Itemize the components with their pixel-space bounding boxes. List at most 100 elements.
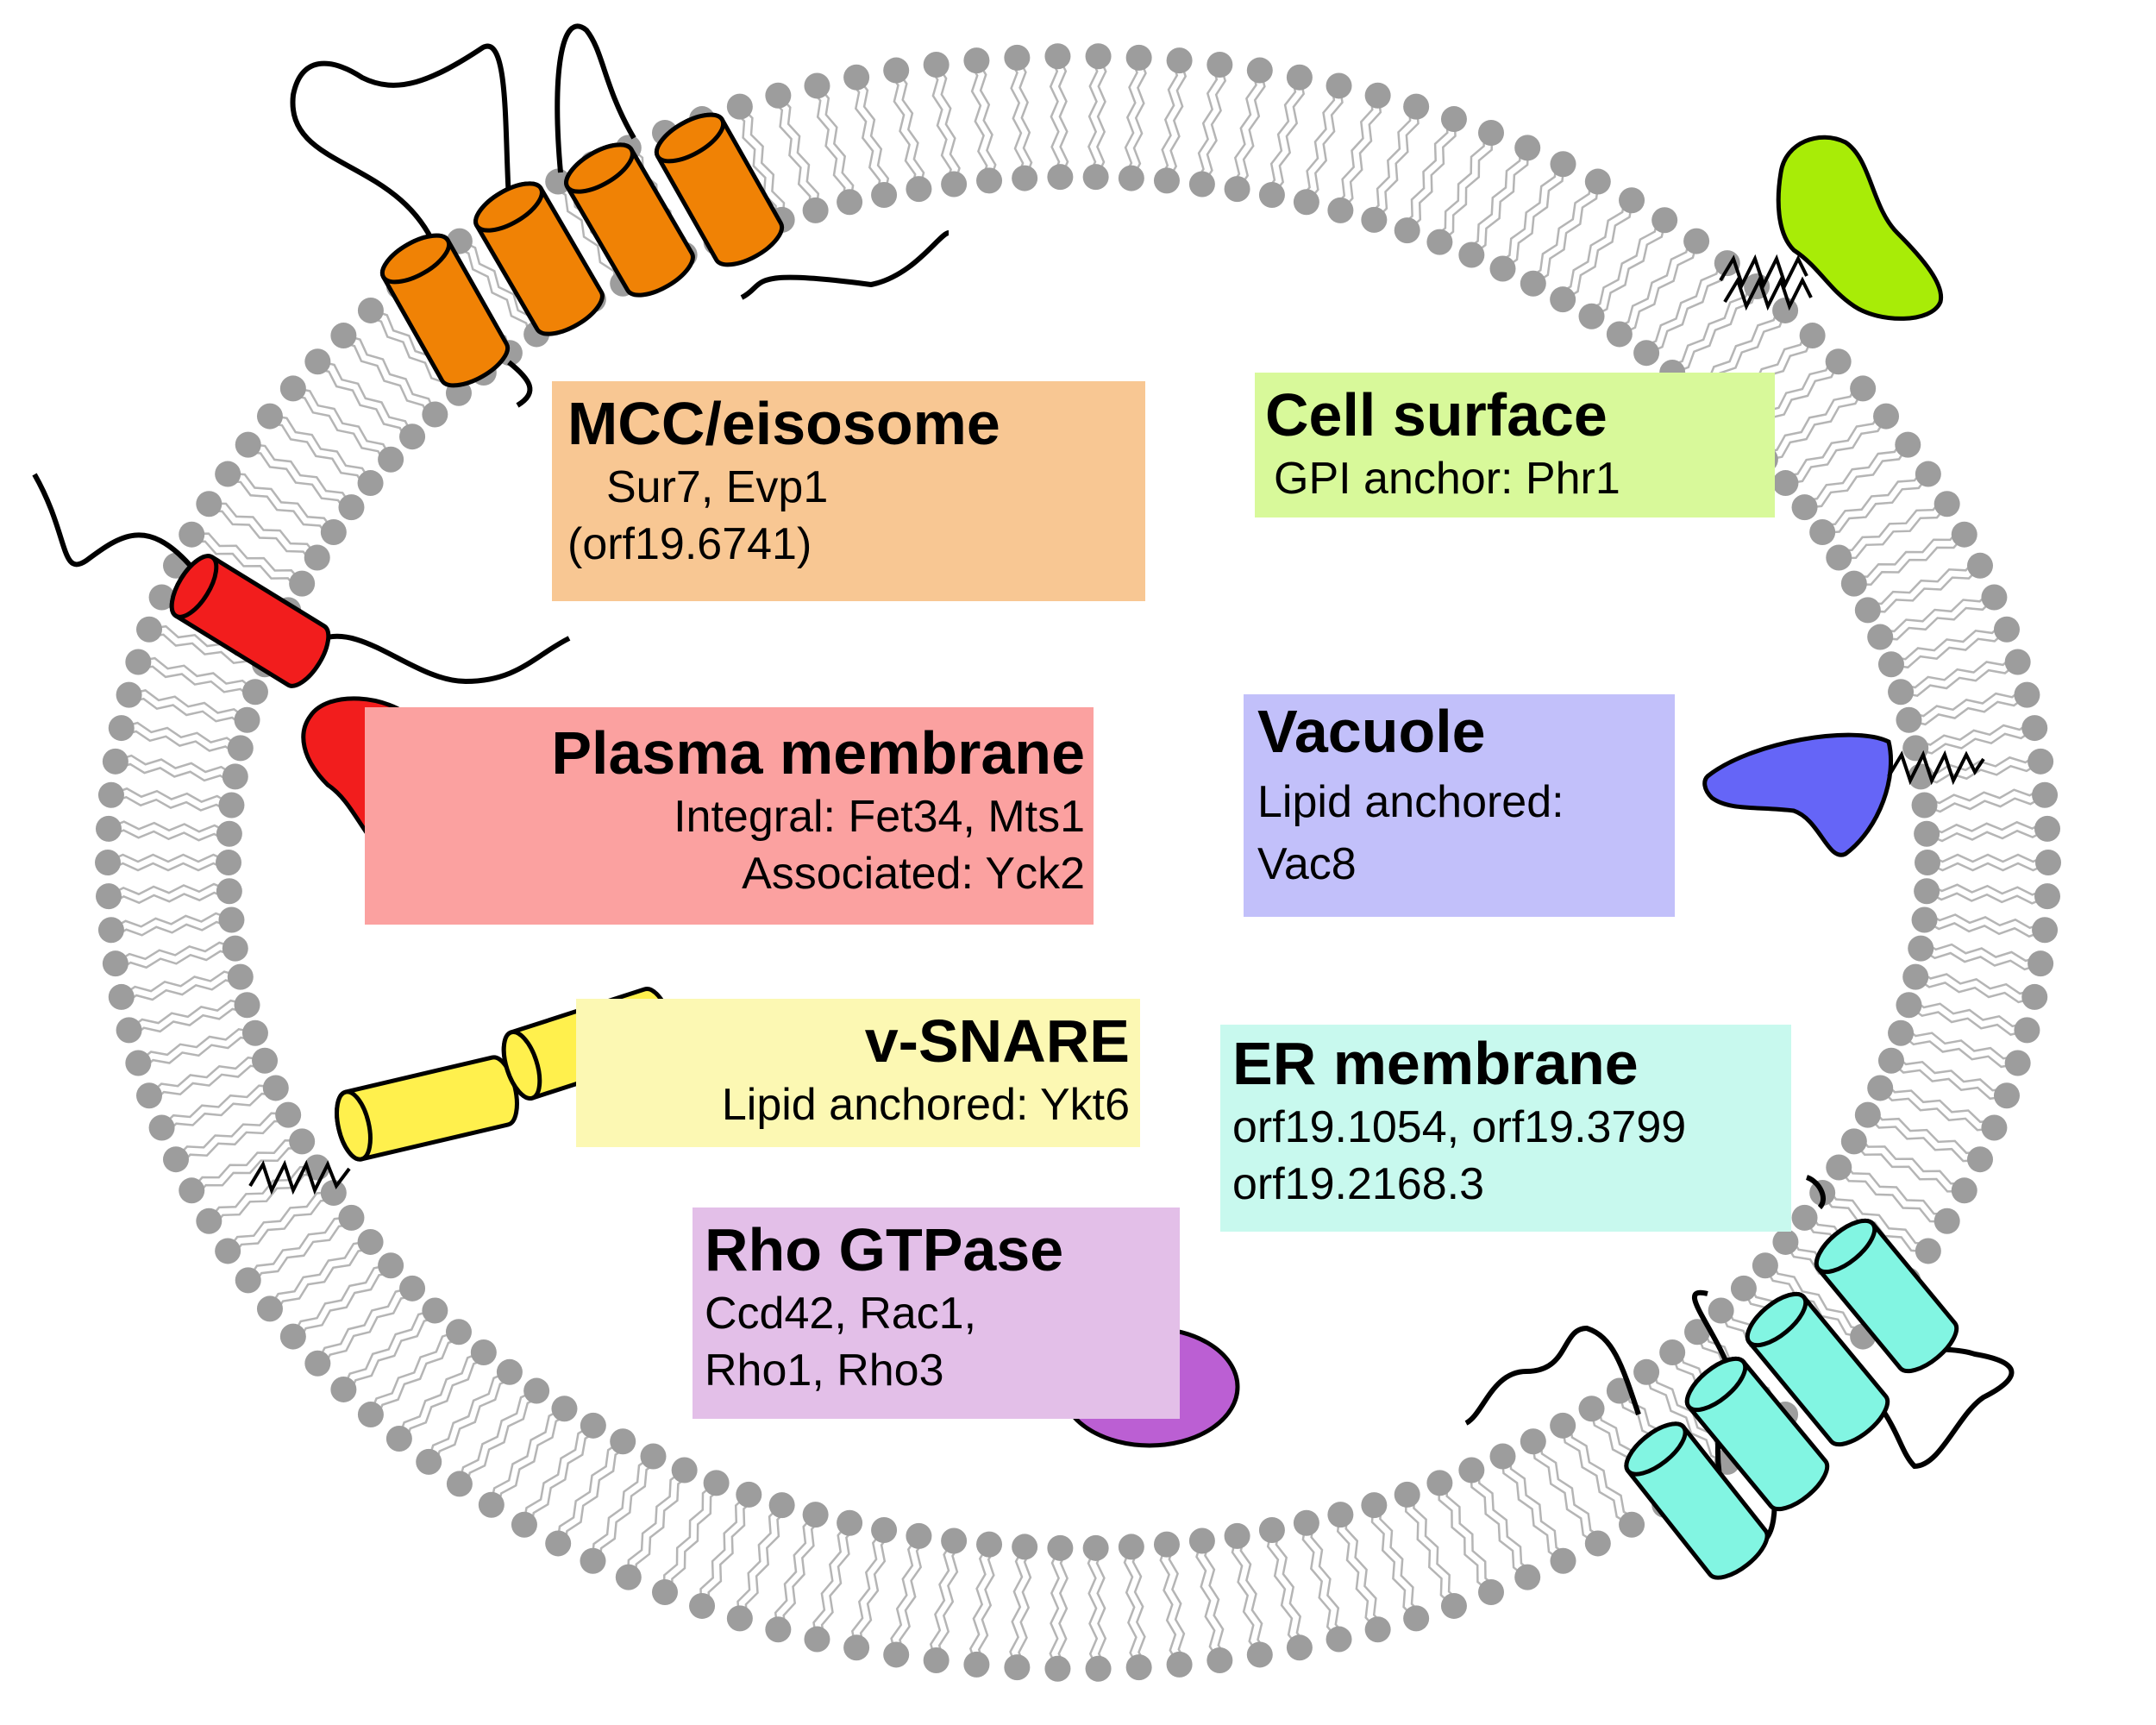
lipid-head-outer xyxy=(1651,207,1678,234)
lipid-head-outer xyxy=(804,72,830,99)
lipid-tail xyxy=(812,1521,850,1640)
lipid-bilayer xyxy=(95,43,2061,1682)
lipid-tail xyxy=(1310,1521,1348,1638)
lipid-tail xyxy=(110,795,232,814)
lipid-head-inner xyxy=(976,167,1003,194)
cell-surface-protein-icon xyxy=(1776,135,1944,321)
lipid-tail xyxy=(288,393,387,467)
lipid-tail xyxy=(1237,70,1266,191)
cell-surface-line1: GPI anchor: Phr1 xyxy=(1274,454,1620,504)
lipid-tail xyxy=(293,386,392,460)
lipid-tail xyxy=(1901,662,2019,698)
lipid-tail xyxy=(1228,68,1257,189)
lipid-head-outer xyxy=(2032,781,2059,808)
lipid-head-outer xyxy=(2028,748,2054,775)
lipid-head-outer xyxy=(478,1491,505,1518)
lipid-tail xyxy=(248,442,354,508)
lipid-tail xyxy=(899,1536,928,1657)
lipid-tail xyxy=(1765,388,1865,461)
mcc-helix-cylinder xyxy=(654,112,785,267)
lipid-tail xyxy=(774,1513,816,1630)
lipid-tail xyxy=(1057,1547,1069,1670)
lipid-head-outer xyxy=(256,1295,283,1322)
vsnare-label: v-SNARE Lipid anchored: Ykt6 xyxy=(576,999,1140,1147)
lipid-head-inner xyxy=(1258,182,1285,209)
lipid-head-inner xyxy=(378,446,404,473)
plasma-helix-cylinder xyxy=(169,554,331,688)
lipid-tail xyxy=(1926,819,2048,834)
lipid-head-inner xyxy=(338,494,365,521)
lipid-tail xyxy=(1584,215,1660,313)
lipid-head-inner xyxy=(1791,1204,1818,1231)
lipid-head-inner xyxy=(871,182,898,209)
mcc-helix-cylinder xyxy=(473,181,605,336)
lipid-head-inner xyxy=(1826,544,1852,571)
lipid-tail xyxy=(1920,948,2041,971)
lipid-tail xyxy=(1168,1543,1188,1665)
lipid-tail xyxy=(1131,1546,1148,1668)
lipid-tail xyxy=(1921,939,2042,963)
lipid-tail xyxy=(1470,1470,1528,1579)
lipid-tail xyxy=(1923,919,2046,938)
lipid-tail xyxy=(108,820,230,834)
vacuole-line1: Lipid anchored: xyxy=(1257,777,1564,827)
lipid-tail xyxy=(927,65,952,186)
lipid-tail xyxy=(1568,1421,1639,1521)
lipid-head-inner xyxy=(1293,189,1319,216)
lipid-head-inner xyxy=(227,963,254,990)
plasma-membrane-integral-protein-icon xyxy=(32,473,571,685)
lipid-head-outer xyxy=(416,1448,442,1475)
er-helix-cylinder xyxy=(1745,1291,1890,1447)
lipid-head-outer xyxy=(304,1350,331,1377)
lipid-head-outer xyxy=(1004,44,1031,71)
lipid-tail xyxy=(1781,409,1883,478)
lipid-tail xyxy=(1890,1060,2007,1101)
lipid-head-outer xyxy=(1403,1605,1430,1632)
lipid-tail xyxy=(107,853,229,863)
lipid-head-inner xyxy=(1791,494,1818,521)
lipid-tail xyxy=(1908,694,2028,726)
lipid-tail xyxy=(291,1264,391,1337)
er-membrane-line2: orf19.2168.3 xyxy=(1232,1159,1485,1209)
lipid-tail xyxy=(1407,119,1457,232)
lipid-head-outer xyxy=(923,52,950,78)
lipid-tail xyxy=(1591,220,1667,318)
lipid-tail xyxy=(1909,996,2029,1028)
er-helix-cylinder-cap xyxy=(1684,1356,1748,1413)
lipid-head-outer xyxy=(923,1647,950,1673)
lipid-head-outer xyxy=(1550,1547,1576,1574)
lipid-head-inner xyxy=(1188,171,1215,198)
lipid-head-inner xyxy=(304,544,330,571)
lipid-tail xyxy=(896,69,925,190)
lipid-tail xyxy=(139,1036,258,1072)
lipid-tail xyxy=(817,85,855,203)
lipid-head-inner xyxy=(275,1101,302,1128)
lipid-tail xyxy=(1889,621,2006,661)
lipid-head-inner xyxy=(399,423,426,450)
lipid-tail xyxy=(1193,63,1219,184)
lipid-tail xyxy=(1882,1080,1997,1124)
lipid-head-inner xyxy=(1394,1481,1420,1508)
lipid-tail xyxy=(1877,589,1993,633)
lipid-head-inner xyxy=(399,1275,426,1302)
lipid-tail xyxy=(1865,557,1978,605)
lipid-head-inner xyxy=(1772,470,1799,497)
lipid-head-inner xyxy=(1888,1019,1915,1046)
lipid-tail xyxy=(1856,1133,1968,1185)
lipid-head-outer xyxy=(843,64,870,91)
lipid-tail xyxy=(1804,444,1909,510)
lipid-tail xyxy=(1556,195,1626,297)
lipid-head-outer xyxy=(1514,135,1541,161)
lipid-head-outer xyxy=(1993,1082,2020,1109)
lipid-head-outer xyxy=(580,1547,606,1574)
lipid-head-outer xyxy=(1619,1511,1645,1538)
lipid-tail xyxy=(1332,92,1374,209)
lipid-head-outer xyxy=(726,1605,753,1632)
lipid-head-inner xyxy=(1911,906,1938,933)
lipid-tail xyxy=(1852,1141,1965,1193)
lipid-head-inner xyxy=(227,735,254,762)
lipid-tail xyxy=(1866,1114,1980,1163)
lipid-head-outer xyxy=(1125,1654,1152,1681)
lipid-tail xyxy=(1851,526,1963,578)
lipid-head-outer xyxy=(1286,1634,1313,1661)
